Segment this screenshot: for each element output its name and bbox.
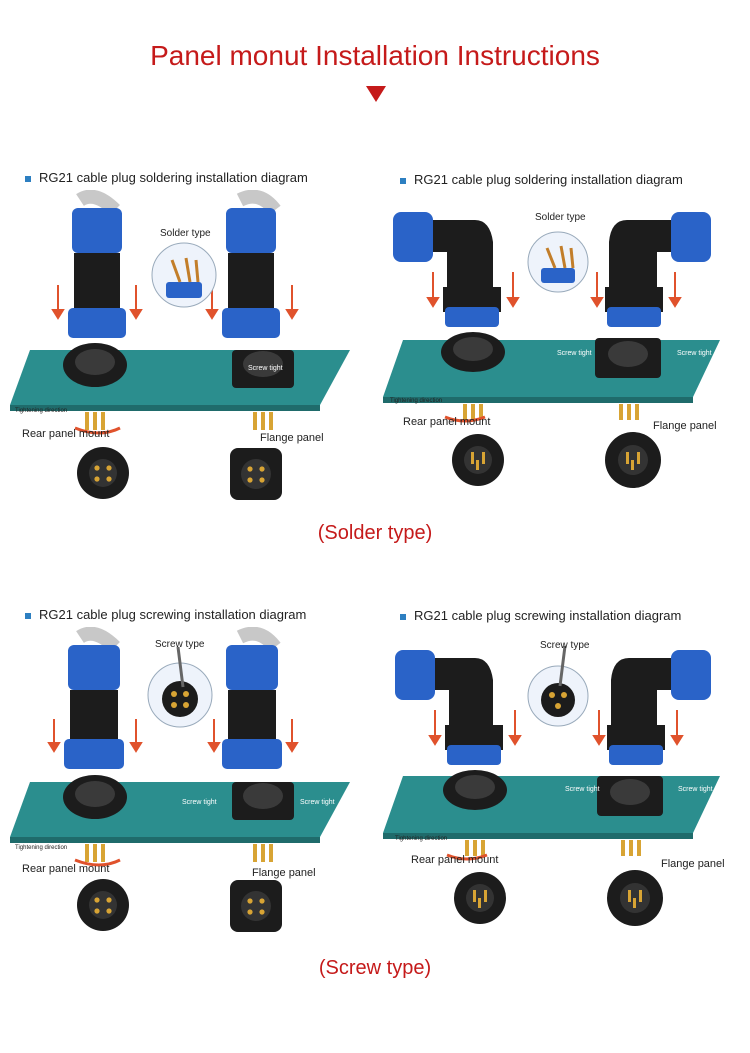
tightening-direction-label: Tightening direction <box>395 836 448 842</box>
flange-panel-label: Flange panel <box>661 858 725 870</box>
panel-header: RG21 cable plug soldering installation d… <box>25 170 308 185</box>
inset-label: Solder type <box>160 228 211 239</box>
rear-panel-mount-label: Rear panel mount <box>411 854 499 866</box>
screw-tight-label: Screw tight <box>557 350 592 357</box>
bullet-icon <box>400 613 406 620</box>
bullet-icon <box>25 612 31 619</box>
panel-header: RG21 cable plug screwing installation di… <box>25 607 306 622</box>
rear-panel-mount-label: Rear panel mount <box>22 863 110 875</box>
rear-panel-mount-label: Rear panel mount <box>22 428 110 440</box>
screw-tight-label: Screw tight <box>248 365 283 372</box>
screw-tight-label: Screw tight <box>677 350 712 357</box>
inset-label: Screw type <box>540 640 590 651</box>
straight-connector-illustration <box>10 190 350 500</box>
panel-screw-straight: RG21 cable plug screwing installation di… <box>0 607 360 952</box>
angled-connector-illustration <box>383 645 720 926</box>
panel-header: RG21 cable plug screwing installation di… <box>400 608 681 623</box>
flange-panel-label: Flange panel <box>252 867 316 879</box>
straight-connector-illustration <box>10 627 350 932</box>
flange-panel-label: Flange panel <box>260 432 324 444</box>
section-caption-screw: (Screw type) <box>318 957 432 979</box>
rear-panel-mount-label: Rear panel mount <box>403 416 491 428</box>
screw-tight-label: Screw tight <box>300 799 335 806</box>
screw-tight-label: Screw tight <box>565 786 600 793</box>
panel-header-text: RG21 cable plug screwing installation di… <box>414 608 682 623</box>
panel-solder-angle: RG21 cable plug soldering installation d… <box>375 172 735 517</box>
screw-tight-label: Screw tight <box>678 786 713 793</box>
panel-screw-angle: RG21 cable plug screwing installation di… <box>375 608 735 953</box>
inset-label: Solder type <box>535 212 586 223</box>
tightening-direction-label: Tightening direction <box>15 408 68 414</box>
panel-header-text: RG21 cable plug soldering installation d… <box>39 170 308 185</box>
panel-header-text: RG21 cable plug soldering installation d… <box>414 172 683 187</box>
tightening-direction-label: Tightening direction <box>390 398 443 404</box>
section-caption-solder: (Solder type) <box>317 522 433 544</box>
page-title: Panel monut Installation Instructions <box>150 40 600 71</box>
bullet-icon <box>25 175 31 182</box>
panel-header-text: RG21 cable plug screwing installation di… <box>39 607 307 622</box>
panel-header: RG21 cable plug soldering installation d… <box>400 172 683 187</box>
down-arrow-icon <box>366 86 386 102</box>
panel-solder-straight: RG21 cable plug soldering installation d… <box>0 170 360 515</box>
screw-tight-label: Screw tight <box>182 799 217 806</box>
bullet-icon <box>400 177 406 184</box>
angled-connector-illustration <box>383 212 720 488</box>
tightening-direction-label: Tightening direction <box>15 845 68 851</box>
inset-label: Screw type <box>155 639 205 650</box>
flange-panel-label: Flange panel <box>653 420 717 432</box>
